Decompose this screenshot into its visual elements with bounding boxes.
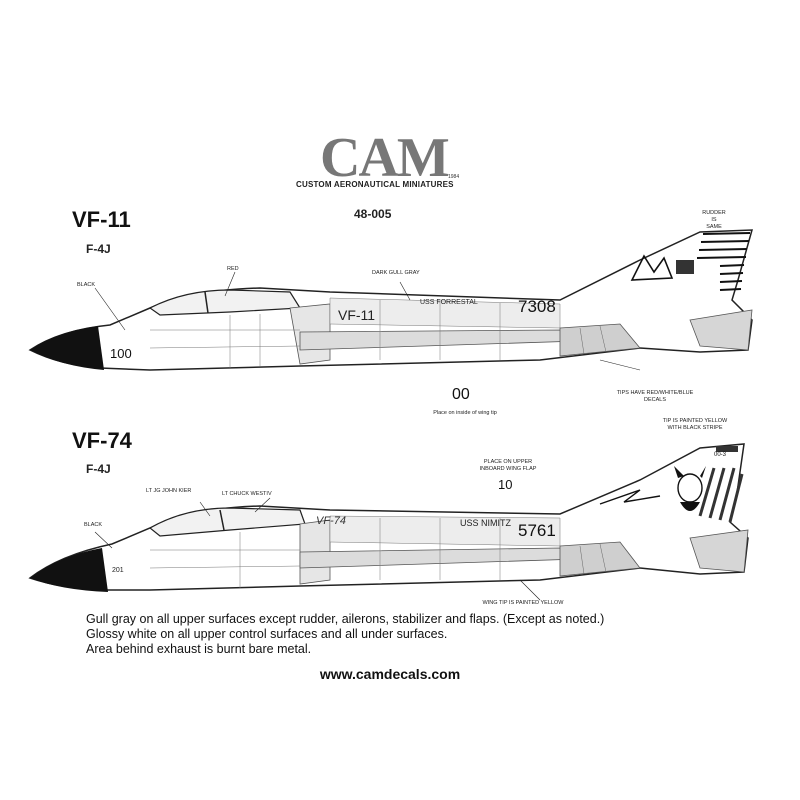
logo-year: 1984 — [448, 174, 460, 180]
painting-note-3: Area behind exhaust is burnt bare metal. — [86, 642, 312, 656]
top-serial: 7308 — [518, 297, 556, 316]
top-callout-red: RED — [227, 266, 239, 272]
top-callout-dark-gull-gray: DARK GULL GRAY — [372, 270, 420, 276]
bottom-callout-tip-yellow: TIP IS PAINTED YELLOW WITH BLACK STRIPE — [662, 418, 728, 431]
bottom-squadron-name: VF-74 — [72, 428, 132, 453]
logo-wordmark: CAM — [320, 127, 450, 189]
bottom-aircraft-profile: 201 VF-74 USS NIMITZ 5761 00-3 — [28, 443, 749, 601]
top-wing-tip-number: 00 — [452, 386, 470, 403]
bottom-wing-flap-number: 10 — [498, 477, 513, 492]
bottom-aircraft-type: F-4J — [86, 462, 111, 476]
top-callout-rudder: RUDDER IS SAME — [702, 210, 726, 230]
top-callout-tips: TIPS HAVE RED/WHITE/BLUE DECALS — [616, 390, 694, 403]
bottom-callout-pilot: LT JG JOHN KIER — [146, 488, 192, 494]
painting-note-2: Glossy white on all upper control surfac… — [86, 627, 448, 641]
website-url[interactable]: www.camdecals.com — [319, 666, 461, 682]
top-aircraft-type: F-4J — [86, 242, 111, 256]
bottom-callout-black: BLACK — [84, 522, 103, 528]
bottom-wing-flap-note: PLACE ON UPPER INBOARD WING FLAP — [479, 459, 537, 472]
cam-logo: CAM 1984 CUSTOM AERONAUTICAL MINIATURES — [296, 127, 468, 198]
catalog-number: 48-005 — [354, 207, 392, 221]
bottom-ship-name: USS NIMITZ — [460, 518, 512, 528]
bottom-tail-code: 00-3 — [714, 452, 727, 458]
painting-note-1: Gull gray on all upper surfaces except r… — [86, 612, 605, 626]
top-wing-tip-note: Place on inside of wing tip — [433, 410, 497, 416]
top-ship-name: USS FORRESTAL — [420, 299, 478, 306]
painting-notes: Gull gray on all upper surfaces except r… — [86, 612, 604, 657]
top-squadron-name: VF-11 — [72, 207, 131, 232]
bottom-callout-rio: LT CHUCK WESTIV — [222, 491, 272, 497]
top-nose-number: 100 — [110, 346, 132, 361]
bottom-callout-wing-tip-yellow: WING TIP IS PAINTED YELLOW — [482, 600, 564, 606]
logo-subtitle: CUSTOM AERONAUTICAL MINIATURES — [296, 180, 454, 189]
bottom-squadron-mark: VF-74 — [316, 515, 346, 527]
top-aircraft-profile: 100 VF-11 USS FORRESTAL 7308 — [28, 229, 753, 371]
bottom-serial: 5761 — [518, 521, 556, 540]
top-squadron-mark: VF-11 — [338, 307, 375, 323]
top-callout-black: BLACK — [77, 282, 96, 288]
bottom-nose-number: 201 — [112, 567, 124, 574]
